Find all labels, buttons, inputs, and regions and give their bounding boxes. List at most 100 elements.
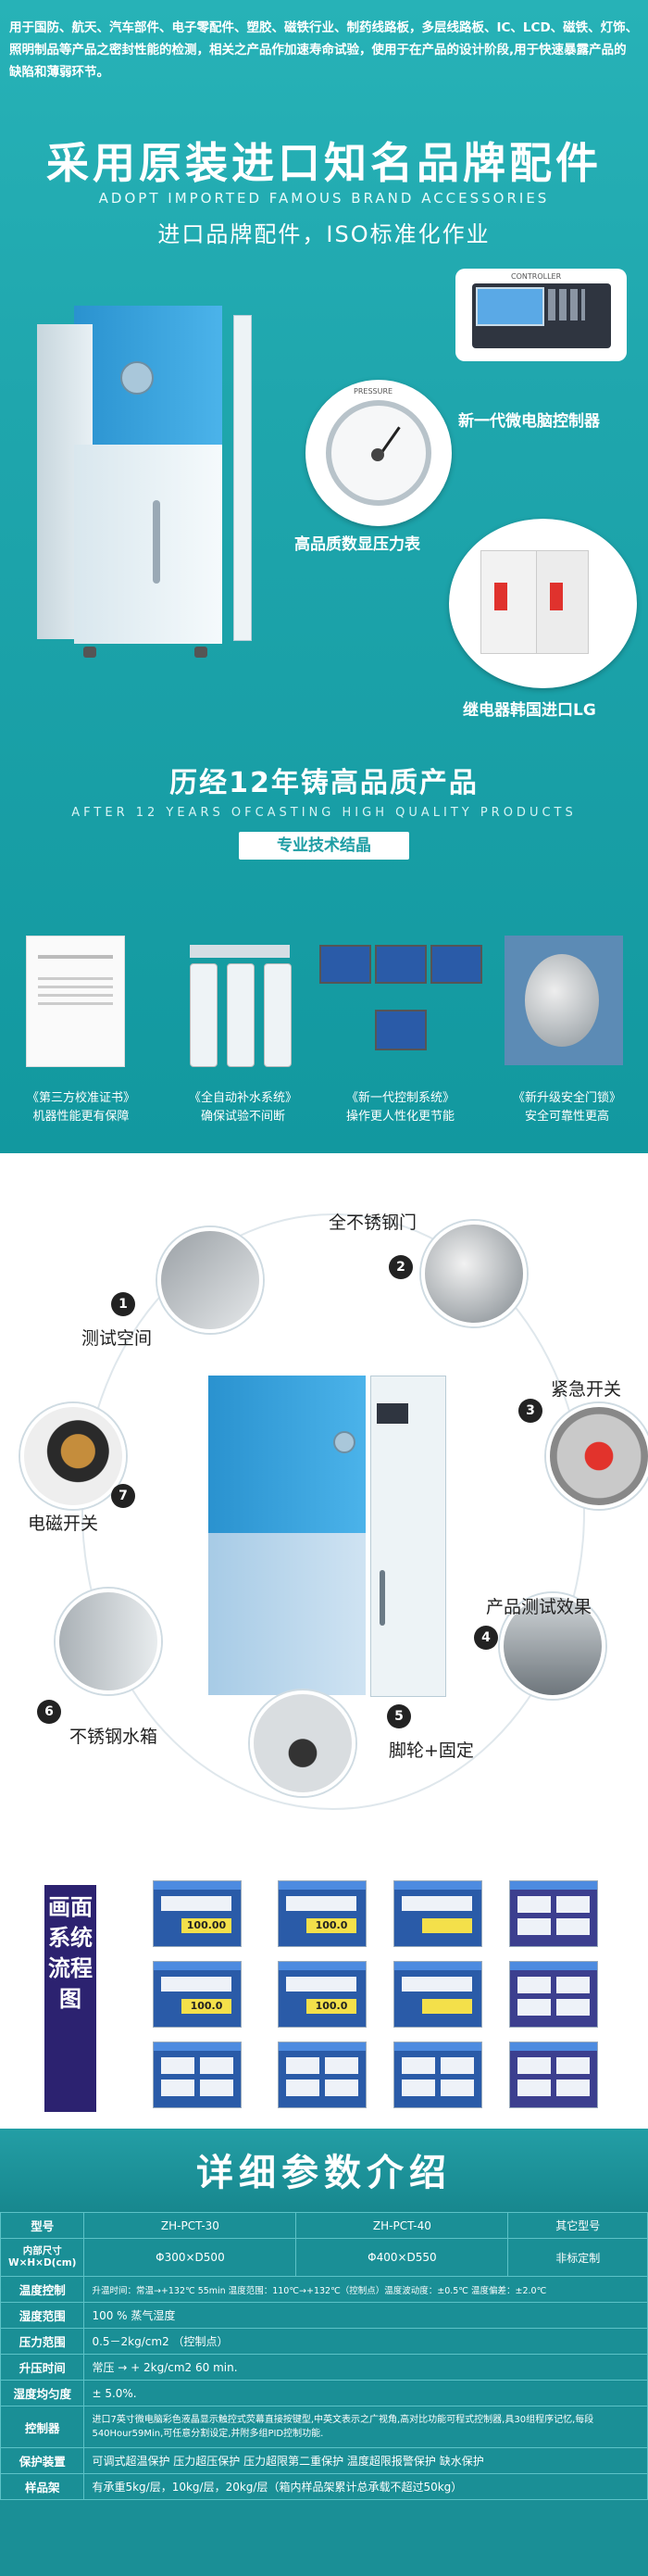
screen-thumbnail [278,2042,367,2108]
intro-text: 用于国防、航天、汽车部件、电子零配件、塑胶、磁铁行业、制药线路板，多层线路板、I… [9,20,639,80]
spec-cell: ZH-PCT-40 [295,2212,509,2239]
controller-callout: 新一代微电脑控制器 [458,412,600,431]
part-7-number: 7 [111,1484,135,1508]
screen-thumbnail: 100.0 [278,1961,367,2028]
spec-header: 湿度范围 [0,2302,85,2329]
gauge-tag: PRESSURE [354,387,393,396]
hero-headline-en: ADOPT IMPORTED FAMOUS BRAND ACCESSORIES [98,190,550,207]
part-5-number: 5 [387,1704,411,1728]
spec-header: 保护装置 [0,2447,85,2474]
spec-cell: 有承重5kg/层，10kg/层，20kg/层（箱内样品架累计总承载不超过50kg… [83,2473,648,2500]
screen-thumbnail: 100.00 [153,1880,242,1947]
flow-title: 画面系统流程图 [44,1885,96,2112]
hero-section: 用于国防、航天、汽车部件、电子零配件、塑胶、磁铁行业、制药线路板，多层线路板、I… [0,0,648,1153]
pct-chamber-image [37,306,252,685]
controller-tag: CONTROLLER [511,272,562,281]
part-7-label: 电磁开关 [28,1514,99,1534]
part-door-image [421,1221,527,1326]
spec-row: 温度控制升温时间：常温→+132℃ 55min 温度范围：110℃→+132℃（… [0,2276,648,2303]
spec-cell: 可调式超温保护 压力超压保护 压力超限第二重保护 温度超限报警保护 缺水保护 [83,2447,648,2474]
spec-title: 详细参数介绍 [196,2152,452,2194]
pct-chamber-center [208,1376,449,1704]
screen-thumbnail: 100.0 [153,1961,242,2028]
screen-thumbnail: 100.0 [278,1880,367,1947]
part-1-number: 1 [111,1292,135,1316]
spec-row: 升压时间常压 → + 2kg/cm2 60 min. [0,2354,648,2381]
spec-cell: 进口7英寸微电脑彩色液晶显示触控式荧幕直接按键型,中英文表示之广视角,高对比功能… [83,2406,648,2448]
part-4-number: 4 [474,1626,498,1650]
spec-header: 样品架 [0,2473,85,2500]
part-water-tank-image [56,1589,161,1694]
controller-image: CONTROLLER [455,269,627,361]
spec-header: 升压时间 [0,2354,85,2381]
feature-2-title: 《全自动补水系统》 [188,1091,297,1105]
part-solenoid-image [20,1403,126,1509]
screen-value: 100.0 [181,1999,231,2014]
spec-cell: 非标定制 [507,2238,648,2277]
spec-cell: Φ300×D500 [83,2238,297,2277]
feature-4-desc: 安全可靠性更高 [524,1110,609,1124]
spec-cell: ± 5.0%. [83,2380,648,2406]
spec-header: 湿度均匀度 [0,2380,85,2406]
spec-header: 温度控制 [0,2276,85,2303]
screen-thumbnail [509,1880,598,1947]
part-2-number: 2 [389,1255,413,1279]
spec-cell: 100 % 蒸气湿度 [83,2302,648,2329]
spec-row: 湿度均匀度± 5.0%. [0,2380,648,2406]
spec-header: 控制器 [0,2406,85,2448]
spec-header: 型号 [0,2212,85,2239]
gauge-callout: 高品质数显压力表 [294,535,420,554]
quality-badge: 专业技术结晶 [239,832,409,860]
part-4-label: 产品测试效果 [486,1597,592,1617]
certificate-image [26,936,125,1067]
part-2-label: 全不锈钢门 [329,1213,417,1233]
part-casters-image [250,1690,355,1796]
quality-title: 历经12年铸高品质产品 [169,767,479,799]
screen-thumbnail [393,1961,482,2028]
part-emergency-switch-image [546,1403,648,1509]
part-test-effect-image [500,1593,605,1699]
spec-row: 控制器进口7英寸微电脑彩色液晶显示触控式荧幕直接按键型,中英文表示之广视角,高对… [0,2406,648,2448]
part-test-space-image [157,1227,263,1333]
spec-row: 样品架有承重5kg/层，10kg/层，20kg/层（箱内样品架累计总承载不超过5… [0,2473,648,2500]
hero-subline: 进口品牌配件，ISO标准化作业 [157,221,491,247]
spec-band [0,2129,648,2212]
spec-header: 内部尺寸 W×H×D(cm) [0,2238,85,2277]
hero-headline: 采用原装进口知名品牌配件 [46,138,602,188]
part-6-number: 6 [37,1700,61,1724]
parts-ring [81,1213,585,1810]
screen-thumbnail [509,1961,598,2028]
screen-value: 100.0 [306,1918,356,1933]
spec-cell: ZH-PCT-30 [83,2212,297,2239]
screen-thumbnail [393,2042,482,2108]
feature-3-title: 《新一代控制系统》 [345,1091,455,1105]
control-system-image [319,936,482,1074]
spec-cell: 常压 → + 2kg/cm2 60 min. [83,2354,648,2381]
feature-1-title: 《第三方校准证书》 [26,1091,135,1105]
part-1-label: 测试空间 [81,1328,153,1349]
relay-callout: 继电器韩国进口LG [463,701,596,720]
part-3-number: 3 [518,1399,542,1423]
screen-thumbnail [153,2042,242,2108]
relay-image [449,519,637,688]
spec-header: 压力范围 [0,2328,85,2355]
feature-1-desc: 机器性能更有保障 [32,1110,130,1124]
spec-cell: 其它型号 [507,2212,648,2239]
spec-row: 保护装置可调式超温保护 压力超压保护 压力超限第二重保护 温度超限报警保护 缺水… [0,2447,648,2474]
screen-thumbnail [393,1880,482,1947]
pressure-gauge-image: PRESSURE [305,380,452,526]
quality-title-en: AFTER 12 YEARS OFCASTING HIGH QUALITY PR… [71,806,577,820]
feature-4-title: 《新升级安全门锁》 [512,1091,621,1105]
part-3-label: 紧急开关 [551,1379,622,1400]
part-6-label: 不锈钢水箱 [69,1727,158,1747]
spec-cell: Φ400×D550 [295,2238,509,2277]
screen-value: 100.0 [306,1999,356,2014]
screen-value [422,1918,472,1933]
door-lock-image [505,936,623,1065]
